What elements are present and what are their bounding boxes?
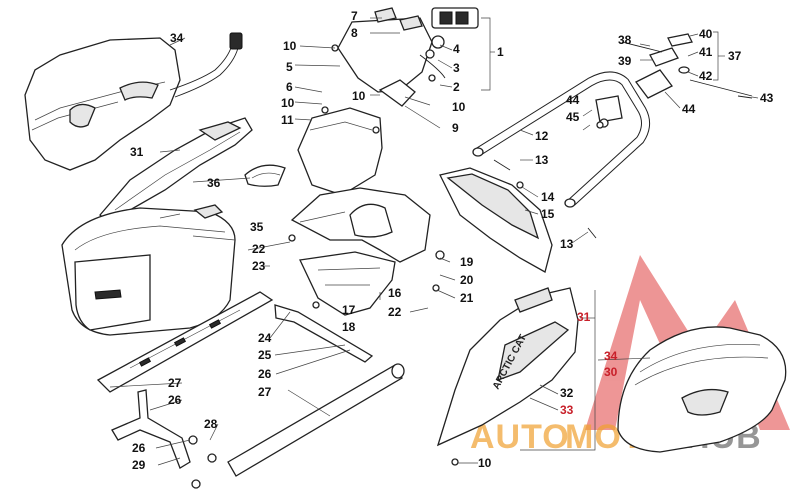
callout-34-b: 34 — [604, 349, 618, 363]
part-15-side-panel — [439, 167, 553, 273]
callout-12: 12 — [535, 129, 549, 143]
callout-10-e: 10 — [478, 456, 492, 470]
callout-33: 33 — [560, 403, 574, 417]
callout-35: 35 — [250, 220, 264, 234]
callout-17: 17 — [342, 303, 356, 317]
callout-42: 42 — [699, 69, 713, 83]
callout-15: 15 — [541, 207, 555, 221]
callout-5: 5 — [286, 60, 293, 74]
callout-26-b: 26 — [168, 393, 182, 407]
callout-10-b: 10 — [281, 96, 295, 110]
callout-18: 18 — [342, 320, 356, 334]
part-1-taillight-assembly — [337, 7, 479, 93]
callout-10-c: 10 — [352, 89, 366, 103]
callout-36: 36 — [207, 176, 221, 190]
callout-10-a: 10 — [283, 39, 297, 53]
callout-26-a: 26 — [258, 367, 272, 381]
callout-25: 25 — [258, 348, 272, 362]
part-30-saddlebag-right — [617, 326, 787, 453]
callout-30: 30 — [604, 365, 618, 379]
callout-31-a: 31 — [130, 145, 144, 159]
part-35-saddlebag-left — [61, 204, 236, 336]
part-29-hinge — [111, 389, 217, 489]
callout-14: 14 — [541, 190, 555, 204]
callout-13-a: 13 — [535, 153, 549, 167]
callout-21: 21 — [460, 291, 474, 305]
callout-34-a: 34 — [170, 31, 184, 45]
callout-26-c: 26 — [132, 441, 146, 455]
part-18-mudflap — [299, 251, 396, 316]
callout-3: 3 — [453, 61, 460, 75]
part-34-saddlebag-upper — [24, 32, 243, 171]
callout-4: 4 — [453, 42, 460, 56]
leader-lines — [109, 17, 759, 466]
callout-10-d: 10 — [452, 100, 466, 114]
callout-23: 23 — [252, 259, 266, 273]
callout-6: 6 — [286, 80, 293, 94]
callout-39: 39 — [618, 54, 632, 68]
callout-19: 19 — [460, 255, 474, 269]
part-37-mount-kit — [621, 33, 753, 97]
callout-24: 24 — [258, 331, 272, 345]
callout-numbers: 10 5 6 10 11 10 7 8 4 3 2 1 10 9 12 13 1… — [130, 9, 774, 472]
callout-9: 9 — [452, 121, 459, 135]
callout-28: 28 — [204, 417, 218, 431]
part-36-cover — [244, 164, 286, 187]
callout-43: 43 — [760, 91, 774, 105]
part-27-tube — [227, 363, 405, 477]
callout-20: 20 — [460, 273, 474, 287]
callout-22-a: 22 — [252, 242, 266, 256]
part-23-side-bar — [96, 291, 274, 393]
callout-1: 1 — [497, 45, 504, 59]
callout-7: 7 — [351, 9, 358, 23]
callout-11: 11 — [281, 113, 294, 127]
part-16-rear-fender — [290, 187, 431, 263]
hardware-fasteners — [288, 44, 753, 466]
callout-13-b: 13 — [560, 237, 574, 251]
callout-41: 41 — [699, 45, 713, 59]
part-24-bracket — [274, 304, 374, 363]
callout-27-a: 27 — [258, 385, 272, 399]
callout-40: 40 — [699, 27, 713, 41]
callout-37: 37 — [728, 49, 742, 63]
part-44-bracket-a — [595, 95, 623, 128]
callout-27-b: 27 — [168, 376, 182, 390]
part-11-bracket — [297, 107, 383, 196]
callout-32: 32 — [560, 386, 574, 400]
callout-31-b: 31 — [577, 310, 591, 324]
part-44-bracket-b — [635, 69, 673, 99]
callout-2: 2 — [453, 80, 460, 94]
callout-44-b: 44 — [682, 102, 696, 116]
callout-22-b: 22 — [388, 305, 402, 319]
callout-8: 8 — [351, 26, 358, 40]
callout-44-a: 44 — [566, 93, 580, 107]
callout-29: 29 — [132, 458, 146, 472]
part-12-grab-rail — [472, 71, 650, 208]
part-9-mount — [378, 79, 416, 107]
callout-45: 45 — [566, 110, 580, 124]
callout-16: 16 — [388, 286, 402, 300]
part-32-right-side-panel: ARCTIC CAT — [436, 287, 579, 447]
callout-38: 38 — [618, 33, 632, 47]
